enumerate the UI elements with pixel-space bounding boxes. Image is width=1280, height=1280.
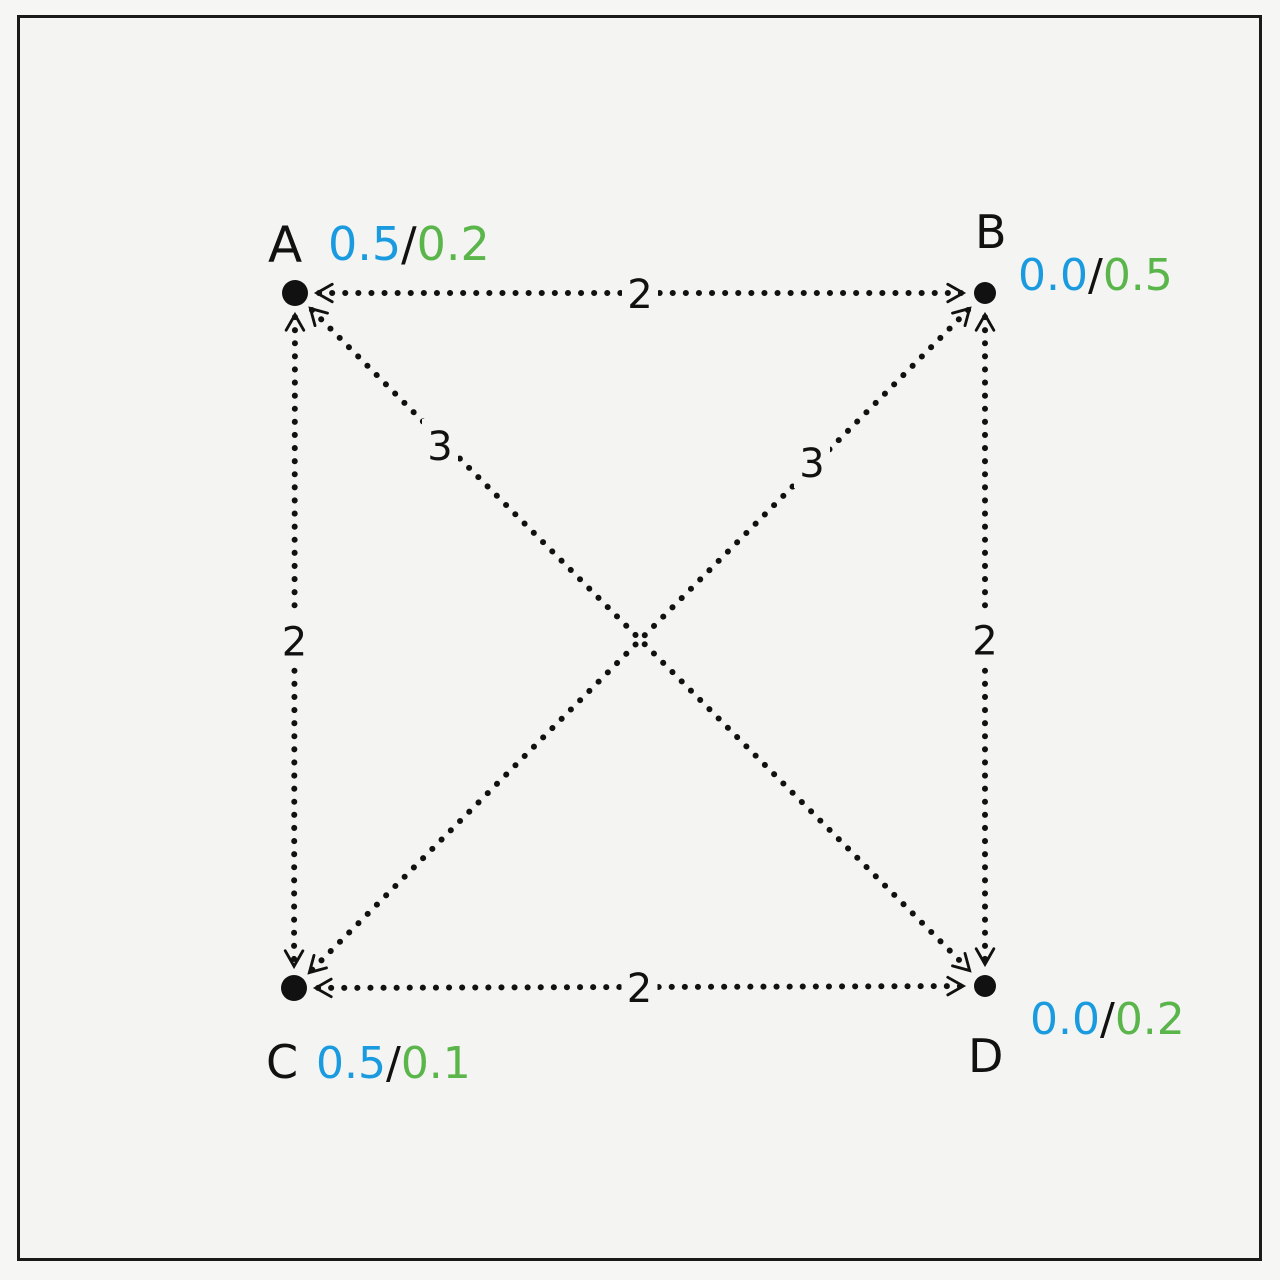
node-C-separator: /	[386, 1038, 401, 1089]
node-D: D 0.0/0.2	[968, 975, 1185, 1083]
node-B-separator: /	[1088, 250, 1103, 301]
edge-C-D-weight-bg	[621, 961, 658, 1013]
edge-B-D-weight-bg	[967, 613, 1003, 666]
node-B-value-blue: 0.0	[1018, 250, 1088, 301]
edge-A-C	[283, 311, 306, 970]
node-A: A 0.5/0.2	[268, 216, 490, 306]
node-B: B 0.0/0.5	[974, 205, 1173, 304]
edge-A-B-weight: 2	[627, 272, 652, 318]
node-D-value-blue: 0.0	[1030, 994, 1100, 1045]
node-C-value-green: 0.1	[401, 1038, 471, 1089]
edge-A-B-weight-bg	[622, 267, 658, 319]
node-C-values: 0.5/0.1	[316, 1038, 471, 1089]
edge-A-D	[308, 306, 972, 973]
node-C-value-blue: 0.5	[316, 1038, 386, 1089]
edge-C-D-weight: 2	[627, 966, 652, 1012]
node-C: C 0.5/0.1	[266, 975, 471, 1089]
edge-A-C-weight-bg	[276, 614, 313, 667]
edge-B-C-weight-bg	[794, 436, 830, 488]
edge-B-C	[307, 306, 972, 975]
edge-A-D-weight: 3	[427, 424, 452, 470]
node-D-value-green: 0.2	[1115, 994, 1185, 1045]
node-D-separator: /	[1100, 994, 1115, 1045]
node-A-values: 0.5/0.2	[328, 217, 490, 271]
node-D-values: 0.0/0.2	[1030, 994, 1185, 1045]
node-A-value-green: 0.2	[417, 217, 490, 271]
edge-B-D-weight: 2	[972, 619, 997, 665]
node-B-values: 0.0/0.5	[1018, 250, 1173, 301]
node-B-label: B	[975, 205, 1007, 259]
edge-weights-layer: 2 2 2 2 3 3	[276, 267, 1003, 1013]
node-A-dot	[282, 280, 308, 306]
edge-A-D-weight-bg	[422, 419, 458, 471]
node-B-value-green: 0.5	[1103, 250, 1173, 301]
node-B-dot	[974, 282, 996, 304]
node-D-dot	[974, 975, 996, 997]
node-A-label: A	[268, 216, 302, 274]
node-C-label: C	[266, 1035, 298, 1089]
node-A-value-blue: 0.5	[328, 217, 401, 271]
edge-A-C-weight: 2	[282, 620, 307, 666]
edges-layer	[283, 282, 996, 999]
node-D-label: D	[968, 1029, 1003, 1083]
edge-C-D	[312, 975, 967, 999]
node-A-separator: /	[401, 217, 417, 271]
node-C-dot	[281, 975, 307, 1001]
edge-B-C-weight: 3	[799, 441, 824, 487]
